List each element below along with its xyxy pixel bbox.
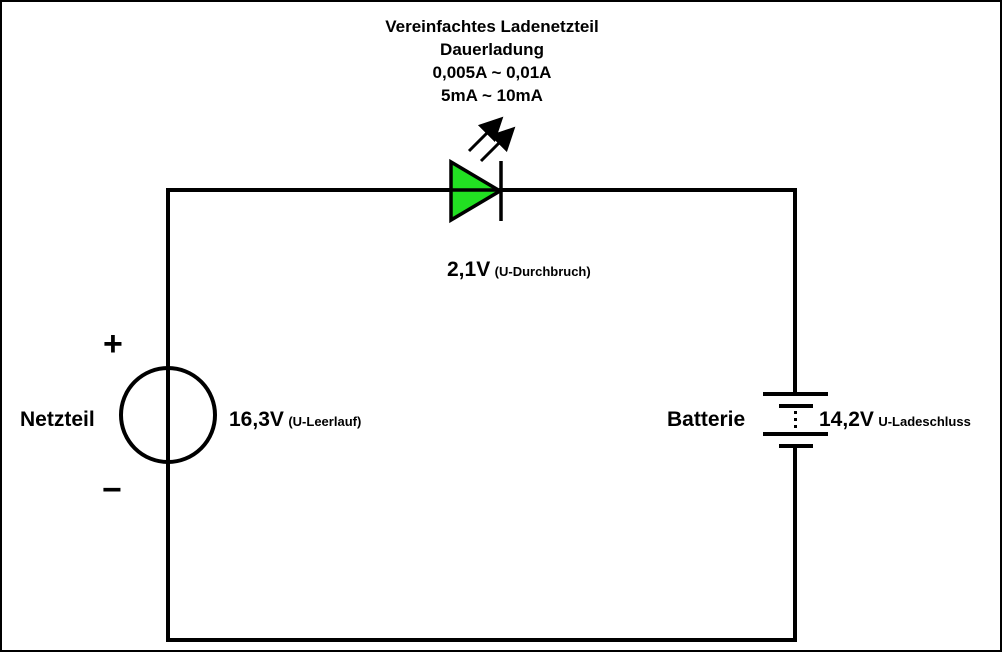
light-arrow-1-icon [467,116,504,153]
battery-icon [763,392,828,448]
wire-top-left [166,188,452,392]
title-line-3: 0,005A ~ 0,01A [432,63,552,82]
voltage-source-icon [119,366,217,464]
led-label: 2,1V (U-Durchbruch) [447,259,591,280]
battery-dot-1 [794,411,797,414]
source-note: (U-Leerlauf) [288,414,362,429]
wires [166,188,797,642]
battery-name: Batterie [667,408,746,431]
wire-top-right [499,188,797,396]
battery-dot-3 [794,425,797,428]
diagram-title: Vereinfachtes Ladenetzteil Dauerladung 0… [342,15,642,107]
wire-bottom [166,438,797,642]
source-name: Netzteil [20,408,95,431]
battery-note: U-Ladeschluss [878,414,971,429]
source-voltage: 16,3V [229,408,284,431]
led-voltage: 2,1V [447,258,491,281]
light-arrow-2-icon [479,126,516,163]
battery-dot-2 [794,418,797,421]
title-line-4: 5mA ~ 10mA [441,86,543,105]
title-line-1: Vereinfachtes Ladenetzteil [385,17,599,36]
led-note: (U-Durchbruch) [494,264,591,279]
battery-voltage: 14,2V [819,408,874,431]
source-label: 16,3V (U-Leerlauf) [229,409,361,430]
led-icon [449,116,516,224]
plus-sign: + [103,325,123,363]
minus-sign: − [102,471,122,509]
battery-label: 14,2V U-Ladeschluss [819,409,971,430]
title-line-2: Dauerladung [440,40,544,59]
